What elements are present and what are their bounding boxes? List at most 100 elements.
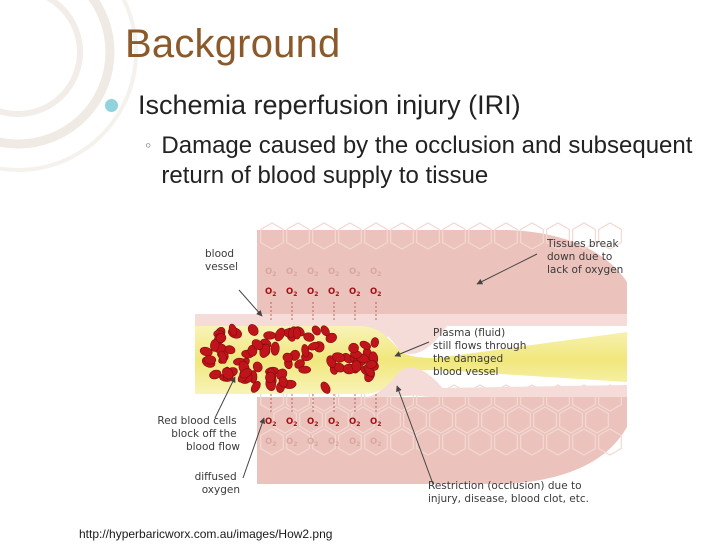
arrow-blood-vessel [238,289,263,317]
oxygen-molecule: O2 [370,287,381,298]
occlusion-upper [362,322,447,355]
oxygen-molecule: O2 [286,267,297,278]
red-blood-cell [247,324,259,336]
bullet-text: Ischemia reperfusion injury (IRI) [138,90,521,120]
label-restriction-line-1: Restriction (occlusion) due to [428,480,582,492]
tissue-hexagon [351,406,375,434]
tissue-hexagon [572,428,596,456]
oxygen-molecule: O2 [328,287,339,298]
lower-tissue [257,397,627,484]
tissue-hexagon [299,406,323,434]
label-restriction-line-2: injury, disease, blood clot, etc. [428,493,589,505]
tissue-hexagon [442,428,466,456]
tissue-hexagon [455,406,479,434]
tissue-hexagon [546,428,570,456]
tissue-hexagon [481,406,505,434]
red-blood-cell [320,325,330,337]
tissue-hexagon [273,406,297,434]
tissue-hexagon [598,428,622,456]
red-blood-cell [282,352,294,363]
oxygen-molecule: O2 [307,287,318,298]
label-red-cells-line-2: block off the [171,428,236,440]
label-red-cells: Red blood cells block off the blood flow [157,415,240,453]
sub-bullet-item: ◦ Damage caused by the occlusion and sub… [145,131,721,191]
oxygen-molecule: O2 [328,267,339,278]
arrow-red-cells [214,376,236,419]
occlusion-lower [362,367,447,398]
oxygen-molecule: O2 [265,437,276,448]
slide-title: Background [125,22,341,66]
upper-tissue [257,230,627,317]
tissue-hexagon [546,222,570,250]
red-blood-cell [228,323,238,337]
bullet-item: Ischemia reperfusion injury (IRI) [105,90,521,121]
red-blood-cell [348,342,359,354]
red-blood-cell [250,381,261,393]
tissue-hexagon [559,406,583,434]
oxygen-molecule: O2 [349,437,360,448]
tissue-hexagon [572,222,596,250]
oxygen-molecule: O2 [370,417,381,428]
oxygen-molecule: O2 [286,437,297,448]
red-blood-cell [210,339,220,352]
red-blood-cell [301,344,310,358]
label-tissues-line-2: down due to [547,251,612,263]
tissue-hexagon [390,222,414,250]
red-blood-cell [203,355,217,365]
tissue-hexagon [260,428,284,456]
label-tissues-line-3: lack of oxygen [547,264,623,276]
tissue-hexagon [468,222,492,250]
red-blood-cell [298,365,311,374]
tissue-hexagon [338,428,362,456]
bullet-dot-icon [105,99,118,112]
red-blood-cell [303,332,315,342]
sub-bullet-text: Damage caused by the occlusion and subse… [161,132,693,189]
tissue-hexagon [286,428,310,456]
oxygen-molecule: O2 [370,267,381,278]
oxygen-molecule: O2 [349,267,360,278]
oxygen-molecule: O2 [286,417,297,428]
red-blood-cell [311,325,321,336]
red-blood-cell [265,371,276,383]
tissue-hexagon [494,428,518,456]
tissue-hexagon [390,428,414,456]
red-blood-cell [270,341,280,356]
oxygen-molecule: O2 [307,437,318,448]
arrow-tissues [476,253,538,285]
tissue-hexagon [403,406,427,434]
tissue-hexagon [520,222,544,250]
oxygen-molecule: O2 [328,437,339,448]
oxygen-molecule: O2 [370,437,381,448]
red-blood-cell [320,381,331,394]
tissue-hexagon [494,222,518,250]
label-tissues-line-1: Tissues break [546,238,620,250]
red-blood-cell [359,340,371,350]
oxygen-molecule: O2 [265,287,276,298]
label-blood-vessel: blood vessel [205,248,238,273]
label-plasma-line-3: the damaged [433,353,503,365]
label-red-cells-line-3: blood flow [186,441,240,453]
red-blood-cells [199,323,379,394]
source-url: http://hyperbaricworx.com.au/images/How2… [79,527,333,541]
red-blood-cell [274,327,286,342]
tissue-hexagon [416,222,440,250]
label-plasma-line-1: Plasma (fluid) [433,327,505,339]
red-blood-cell [370,337,379,348]
oxygen-molecule: O2 [349,287,360,298]
red-blood-cell [251,339,264,350]
plasma-channel [195,326,627,394]
tissue-hexagon [364,222,388,250]
arrow-plasma [394,341,430,357]
tissue-hexagon [260,222,284,250]
tissue-hexagon [507,406,531,434]
label-diffused-line-2: oxygen [202,484,240,496]
tissue-hexagon [377,406,401,434]
tissue-hexagon [468,428,492,456]
red-blood-cell [363,364,375,378]
red-blood-cell [351,360,362,373]
label-blood-vessel-line-1: blood [205,248,234,260]
red-blood-cell [263,331,276,340]
tissue-hexagon [598,222,622,250]
red-blood-cell [278,376,288,388]
